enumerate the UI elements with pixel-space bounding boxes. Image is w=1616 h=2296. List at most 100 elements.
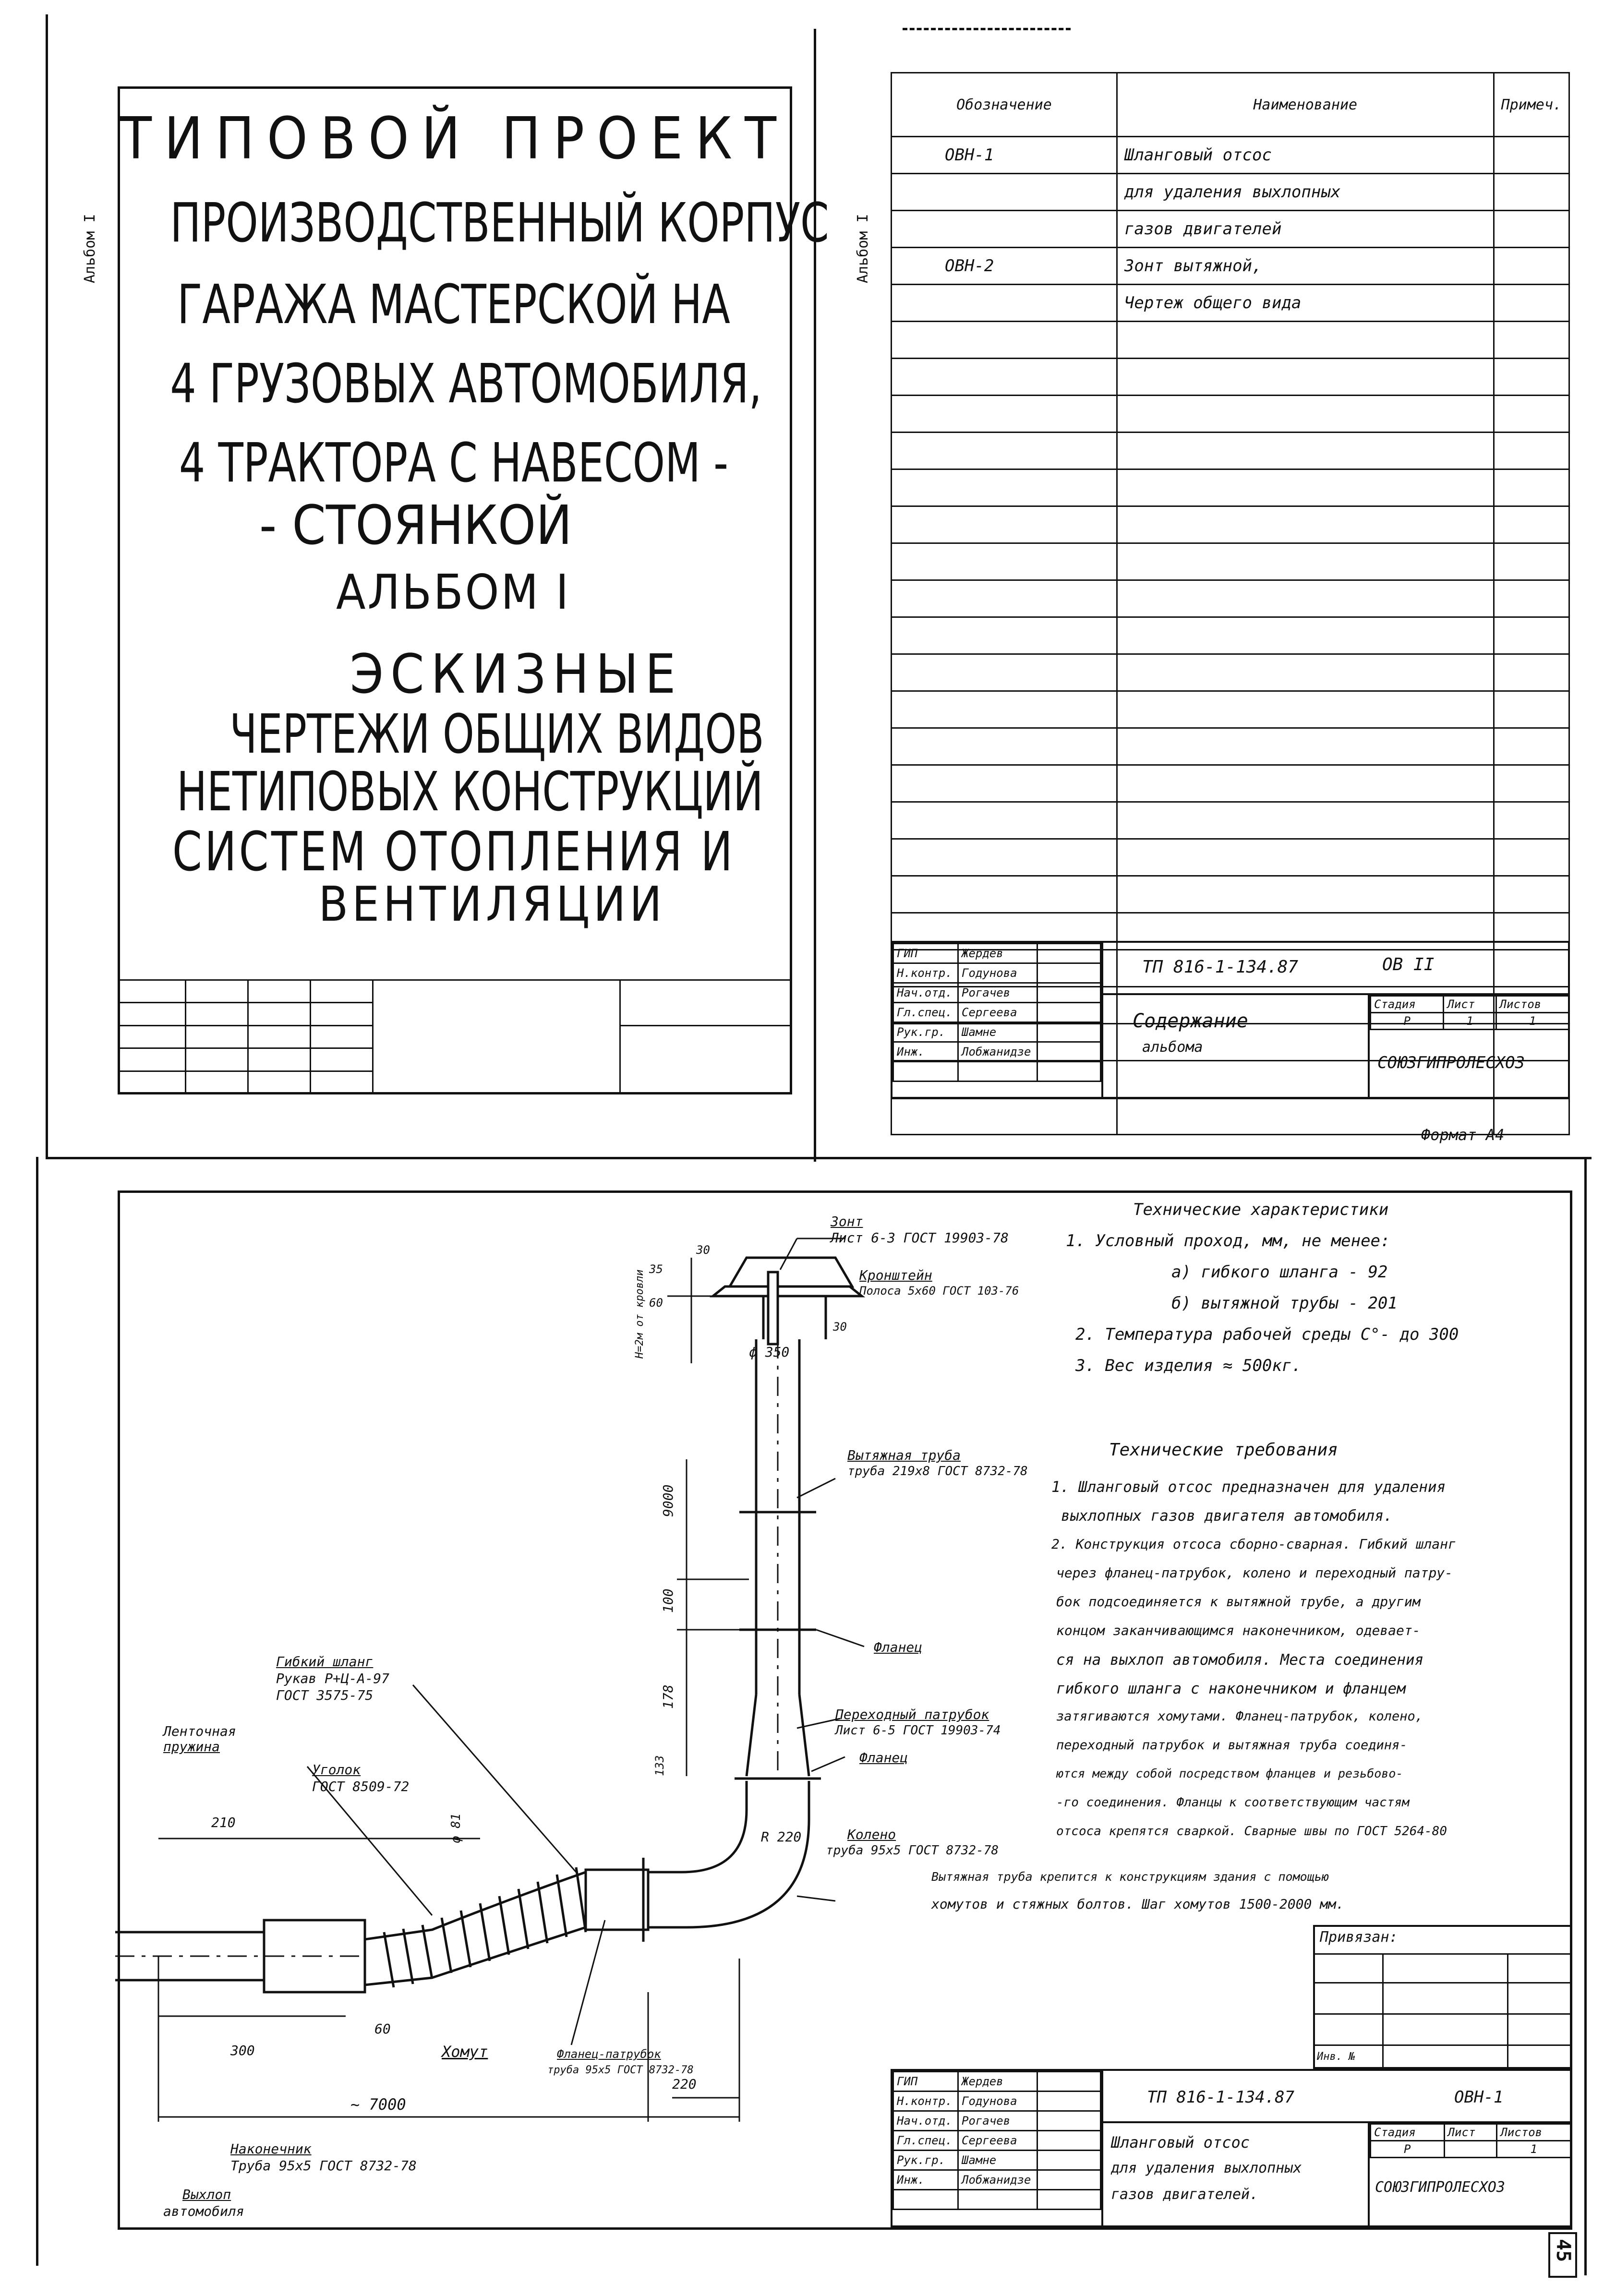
dim-300: 300 bbox=[230, 2043, 255, 2058]
label-homut: Хомут bbox=[442, 2043, 488, 2061]
tech-char-title: Технические характеристики bbox=[1133, 1200, 1389, 1219]
cover-line-11: СИСТЕМ ОТОПЛЕНИЯ И bbox=[172, 821, 736, 883]
tech-req-line: затягиваются хомутами. Фланец-патрубок, … bbox=[1056, 1709, 1423, 1724]
contents-header-note: Примеч. bbox=[1493, 72, 1570, 137]
top-left-border bbox=[46, 14, 48, 1157]
dim-81: ϕ 81 bbox=[449, 1813, 463, 1843]
tech-char-line-5: 3. Вес изделия ≈ 500кг. bbox=[1075, 1356, 1302, 1375]
note-cell bbox=[1493, 284, 1570, 322]
cover-line-1: ТИПОВОЙ ПРОЕКТ bbox=[120, 106, 789, 172]
cover-line-7: АЛЬБОМ I bbox=[336, 564, 571, 620]
role-cell: Гл.спец. bbox=[892, 2130, 959, 2151]
stamp-title-2: для удаления выхлопных bbox=[1111, 2160, 1302, 2176]
dim-100: 100 bbox=[660, 1588, 676, 1613]
stamp-org: СОЮЗГИПРОЛЕСХОЗ bbox=[1375, 2179, 1505, 2196]
dim-220a: R 220 bbox=[761, 1829, 802, 1845]
cover-line-10: НЕТИПОВЫХ КОНСТРУКЦИЙ bbox=[177, 761, 763, 823]
dim-9000: 9000 bbox=[660, 1484, 676, 1517]
stage-header: Стадия bbox=[1370, 2123, 1445, 2141]
designation-cell bbox=[891, 284, 1118, 322]
tech-char-line-2: а) гибкого шланга - 92 bbox=[1171, 1262, 1388, 1282]
name-cell: Сергеева bbox=[957, 2130, 1038, 2151]
stage-value: Р bbox=[1370, 2140, 1445, 2158]
tech-req-line: 2. Конструкция отсоса сборно-сварная. Ги… bbox=[1051, 1536, 1456, 1552]
name-cell: газов двигателей bbox=[1116, 210, 1495, 248]
dim-220b: 220 bbox=[672, 2076, 697, 2092]
tech-req-line: -го соединения. Фланцы к соответствующим… bbox=[1056, 1795, 1410, 1810]
label-vyhlop-2: автомобиля bbox=[163, 2203, 244, 2219]
label-flanec-2: Фланец bbox=[859, 1750, 908, 1766]
label-koleno-ref: труба 95х5 ГОСТ 8732-78 bbox=[826, 1843, 999, 1858]
tech-char-line-1: 1. Условный проход, мм, не менее: bbox=[1066, 1231, 1390, 1250]
label-nakonech: Наконечник bbox=[230, 2141, 312, 2157]
note-cell bbox=[1493, 210, 1570, 248]
stamp-mark: ОВН-1 bbox=[1454, 2088, 1504, 2107]
sheet-value bbox=[1443, 2140, 1498, 2158]
signature-cell bbox=[1037, 1002, 1101, 1023]
stamp-code: ТП 816-1-134.87 bbox=[1142, 957, 1299, 977]
label-flanec-patrubok: Фланец-патрубок bbox=[557, 2047, 661, 2061]
signature-cell bbox=[1037, 943, 1101, 964]
tech-req-line: хомутов и стяжных болтов. Шаг хомутов 15… bbox=[931, 1896, 1344, 1912]
tech-req-line: 1. Шланговый отсос предназначен для удал… bbox=[1051, 1479, 1446, 1496]
table-row: для удаления выхлопных bbox=[891, 173, 1570, 211]
name-cell: Шланговый отсос bbox=[1116, 136, 1495, 174]
dim-133: 133 bbox=[653, 1755, 666, 1776]
signature-cell bbox=[1037, 2169, 1101, 2190]
tech-req-line: гибкого шланга с наконечником и фланцем bbox=[1056, 1680, 1406, 1697]
top-dashed-top bbox=[903, 28, 1071, 30]
dim-30b: 30 bbox=[833, 1320, 847, 1334]
dim-30: 30 bbox=[696, 1243, 710, 1257]
page-number-box: 45 bbox=[1548, 2232, 1577, 2278]
role-cell: Н.контр. bbox=[892, 2091, 959, 2112]
stamp-mark: ОВ II bbox=[1382, 955, 1435, 974]
stamp-org: СОЮЗГИПРОЛЕСХОЗ bbox=[1377, 1053, 1525, 1072]
role-cell: Инж. bbox=[892, 2169, 959, 2190]
cover-line-12: ВЕНТИЛЯЦИИ bbox=[318, 876, 666, 932]
contents-header-designation: Обозначение bbox=[891, 72, 1118, 137]
label-flanec-patrubok-ref: труба 95х5 ГОСТ 8732-78 bbox=[547, 2064, 694, 2076]
cover-line-9: ЧЕРТЕЖИ ОБЩИХ ВИДОВ bbox=[229, 703, 764, 766]
name-cell: Шамне bbox=[957, 2150, 1038, 2171]
signature-cell bbox=[1037, 962, 1101, 984]
role-cell: Нач.отд. bbox=[892, 2110, 959, 2131]
designation-cell bbox=[891, 173, 1118, 211]
sheets-value: 1 bbox=[1495, 1012, 1570, 1030]
tech-req-line: ются между собой посредством фланцев и р… bbox=[1056, 1767, 1403, 1780]
label-lent: Ленточная bbox=[163, 1723, 236, 1739]
label-vyt-truba-ref: труба 219х8 ГОСТ 8732-78 bbox=[847, 1464, 1028, 1479]
note-cell bbox=[1493, 173, 1570, 211]
cover-line-4: 4 ГРУЗОВЫХ АВТОМОБИЛЯ, bbox=[170, 353, 762, 415]
sheets-value: 1 bbox=[1496, 2140, 1571, 2158]
stamp-title-1: Содержание bbox=[1133, 1010, 1248, 1032]
dim-178: 178 bbox=[660, 1684, 676, 1709]
designation-cell: ОВН-1 bbox=[891, 136, 1118, 174]
label-lent-2: пружина bbox=[163, 1739, 220, 1755]
label-koleno: Колено bbox=[847, 1827, 896, 1842]
signature-cell bbox=[1037, 2130, 1101, 2151]
tech-req-line: отсоса крепятся сваркой. Сварные швы по … bbox=[1056, 1824, 1447, 1839]
label-kronshtein: Кронштейн bbox=[859, 1267, 932, 1283]
dim-210: 210 bbox=[211, 1815, 236, 1830]
cover-stamp-grid bbox=[118, 979, 792, 1095]
signature-cell bbox=[1037, 2110, 1101, 2131]
name-cell: Годунова bbox=[957, 962, 1038, 984]
label-perehod: Переходный патрубок bbox=[835, 1707, 989, 1722]
contents-header-row: Обозначение Наименование Примеч. bbox=[891, 72, 1570, 137]
role-cell: Рук.гр. bbox=[892, 2150, 959, 2171]
role-cell: ГИП bbox=[892, 943, 959, 964]
format-label: Формат А4 bbox=[1421, 1126, 1505, 1144]
cover-line-3: ГАРАЖА МАСТЕРСКОЙ НА bbox=[177, 274, 730, 336]
drawing-frame bbox=[118, 1190, 1572, 2230]
note-cell bbox=[1493, 247, 1570, 285]
role-cell: ГИП bbox=[892, 2071, 959, 2092]
sheet-header: Лист bbox=[1443, 2123, 1498, 2141]
tech-req-line: бок подсоединяется к вытяжной трубе, а д… bbox=[1056, 1594, 1421, 1610]
cover-line-2: ПРОИЗВОДСТВЕННЫЙ КОРПУС bbox=[170, 192, 829, 254]
label-vyhlop: Выхлоп bbox=[182, 2187, 231, 2202]
